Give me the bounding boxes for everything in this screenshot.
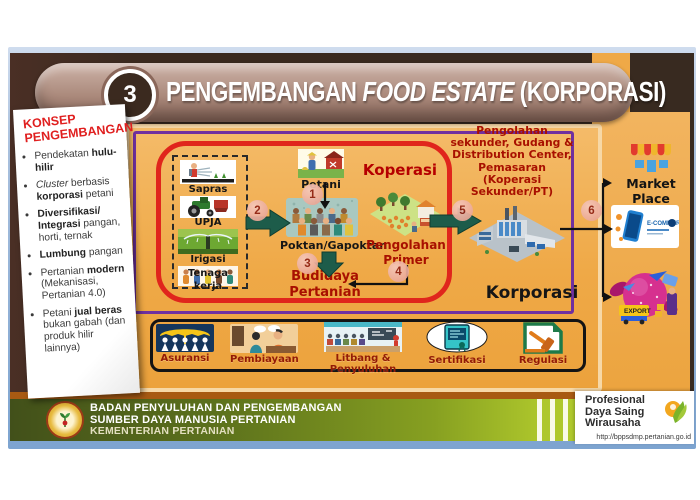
right-column bbox=[592, 112, 690, 392]
org-line2: SUMBER DAYA MANUSIA PERTANIAN bbox=[90, 413, 296, 426]
pembiayaan-label: Pembiayaan bbox=[230, 354, 299, 365]
konsep-bullet: Petani jual beras bukan gabah (dan produ… bbox=[42, 304, 130, 356]
regulasi-icon bbox=[523, 322, 563, 354]
irigasi-label: Irigasi bbox=[190, 254, 226, 265]
litbang-icon bbox=[324, 322, 402, 352]
ecommerce-icon: E-COMMERCE bbox=[611, 205, 679, 248]
regulasi-label: Regulasi bbox=[518, 355, 568, 366]
konsep-list: Pendekatan hulu-hilir Cluster berbasis k… bbox=[22, 146, 131, 356]
wheat-emblem-icon bbox=[60, 413, 70, 427]
footer-stripe bbox=[550, 399, 555, 441]
export-text: EXPORT bbox=[624, 308, 651, 315]
konsep-bullet: Lumbung pangan bbox=[39, 246, 126, 262]
step-badge-6: 6 bbox=[581, 200, 602, 221]
slide-canvas: 3 PENGEMBANGAN FOOD ESTATE (KORPORASI) B… bbox=[8, 47, 696, 449]
export-icon: EXPORT bbox=[609, 271, 678, 325]
slide-number: 3 bbox=[123, 81, 137, 108]
tenaga-kerja-icon bbox=[178, 266, 238, 286]
market-place-icon bbox=[631, 144, 671, 172]
factory-icon bbox=[469, 206, 565, 262]
step-badge-2: 2 bbox=[247, 200, 268, 221]
koperasi-label: Koperasi bbox=[362, 161, 438, 179]
step-badge-4: 4 bbox=[388, 261, 409, 282]
org-line1: BADAN PENYULUHAN DAN PENGEMBANGAN bbox=[90, 402, 342, 414]
org-line3: KEMENTERIAN PERTANIAN bbox=[90, 425, 235, 437]
step-badge-5: 5 bbox=[452, 200, 473, 221]
bppsdmp-logo-icon bbox=[665, 401, 687, 423]
irigasi-icon bbox=[178, 229, 238, 254]
step-badge-3: 3 bbox=[297, 253, 318, 274]
konsep-bullet: Diversifikasi/ Integrasi pangan, horti, … bbox=[37, 205, 125, 245]
tagline-line1: Profesional bbox=[585, 394, 645, 406]
pembiayaan-icon bbox=[230, 324, 298, 353]
footer-accent-strip bbox=[10, 392, 694, 400]
konsep-panel: KONSEP PENGEMBANGAN Pendekatan hulu-hili… bbox=[13, 104, 140, 399]
pengolahan-sekunder-label: Pengolahan sekunder, Gudang & Distributi… bbox=[450, 124, 574, 199]
sapras-label: Sapras bbox=[188, 184, 228, 195]
asuransi-label: Asuransi bbox=[160, 353, 210, 364]
market-place-label: Market Place bbox=[626, 176, 676, 206]
upja-icon bbox=[180, 196, 236, 218]
konsep-bullet: Pendekatan hulu-hilir bbox=[34, 146, 121, 174]
title-prefix: PENGEMBANGAN bbox=[166, 76, 363, 107]
title-italic: FOOD ESTATE bbox=[362, 76, 514, 107]
korporasi-boundary bbox=[133, 131, 574, 314]
sapras-icon bbox=[180, 160, 236, 184]
konsep-title: KONSEP PENGEMBANGAN bbox=[22, 112, 134, 146]
tagline: Profesional Daya Saing Wirausaha bbox=[585, 394, 645, 430]
step-badge-1: 1 bbox=[302, 184, 323, 205]
upja-label: UPJA bbox=[194, 217, 222, 228]
budidaya-label: Budidaya Pertanian bbox=[289, 269, 361, 300]
sertifikasi-label: Sertifikasi bbox=[428, 355, 486, 366]
korporasi-label: Korporasi bbox=[485, 283, 579, 303]
footer-stripe bbox=[537, 399, 542, 441]
ministry-logo bbox=[46, 401, 84, 439]
support-row-box bbox=[150, 319, 586, 372]
footer-url: http://bppsdmp.pertanian.go.id bbox=[596, 434, 691, 441]
pengolahan-primer-icon bbox=[370, 192, 440, 236]
footer-stripe bbox=[563, 399, 568, 441]
slide-title: PENGEMBANGAN FOOD ESTATE (KORPORASI) bbox=[166, 73, 666, 111]
konsep-bullet: Cluster berbasis korporasi petani bbox=[36, 176, 123, 204]
footer-org-text: BADAN PENYULUHAN DAN PENGEMBANGAN SUMBER… bbox=[90, 402, 342, 438]
tagline-box: Profesional Daya Saing Wirausaha http://… bbox=[575, 391, 694, 444]
petani-icon bbox=[298, 149, 344, 178]
sertifikasi-icon bbox=[426, 321, 488, 353]
ecommerce-text: E-COMMERCE bbox=[647, 221, 679, 227]
poktan-gapoktan-icon bbox=[286, 198, 358, 237]
konsep-bullet: Pertanian modern (Mekanisasi, Pertanian … bbox=[40, 263, 128, 303]
tagline-line3: Wirausaha bbox=[585, 417, 641, 429]
litbang-label: Litbang & Penyuluhan bbox=[329, 353, 397, 375]
tagline-line2: Daya Saing bbox=[585, 405, 645, 418]
poktan-gapoktan-label: Poktan/Gapoktan bbox=[280, 239, 388, 252]
tenaga-kerja-label: Tenaga kerja bbox=[187, 268, 229, 292]
title-suffix: (KORPORASI) bbox=[513, 76, 667, 107]
asuransi-icon bbox=[156, 324, 214, 352]
